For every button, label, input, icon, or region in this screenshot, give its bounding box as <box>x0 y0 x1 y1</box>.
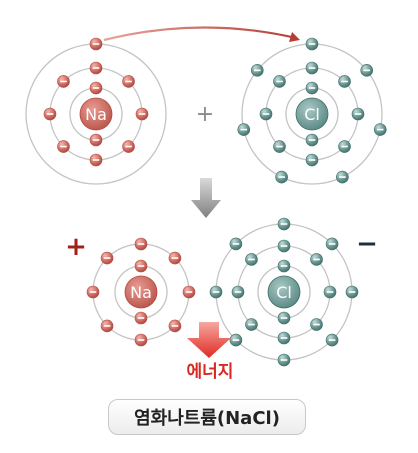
minus-sign-icon <box>92 139 100 141</box>
minus-sign-icon <box>308 159 316 161</box>
minus-sign-icon <box>328 243 336 245</box>
minus-sign-icon <box>376 128 384 131</box>
reaction-plus-sign: + <box>196 102 214 127</box>
minus-sign-icon <box>46 113 54 115</box>
minus-sign-icon <box>137 265 145 267</box>
minus-sign-icon <box>278 176 285 178</box>
chlorine-atom: Cl <box>237 37 387 185</box>
minus-sign-icon <box>276 145 283 148</box>
minus-sign-icon <box>92 87 100 89</box>
minus-sign-icon <box>171 325 179 327</box>
electron-transfer-arrowhead <box>289 32 300 42</box>
sodium-atom: Na <box>25 37 167 185</box>
minus-sign-icon <box>185 291 193 293</box>
minus-sign-icon <box>280 337 288 339</box>
minus-sign-icon <box>280 245 288 247</box>
minus-sign-icon <box>248 323 255 326</box>
energy-label: 에너지 <box>186 362 234 382</box>
minus-sign-icon <box>280 223 288 225</box>
minus-sign-icon <box>232 339 240 341</box>
sodium-symbol: Na <box>85 105 107 124</box>
minus-sign-icon <box>248 258 255 261</box>
minus-sign-icon <box>138 113 146 115</box>
minus-sign-icon <box>171 257 179 259</box>
compound-caption: 염화나트륨(NaCl) <box>108 399 306 435</box>
minus-sign-icon <box>103 257 111 259</box>
minus-sign-icon <box>92 43 100 45</box>
minus-sign-icon <box>363 69 371 72</box>
chloride-ion-symbol: Cl <box>276 283 292 302</box>
minus-sign-icon <box>308 43 316 45</box>
minus-sign-icon <box>232 243 240 245</box>
electron-transfer-arrow <box>103 26 297 42</box>
minus-sign-icon <box>308 87 316 89</box>
minus-sign-icon <box>253 69 261 72</box>
minus-sign-icon <box>348 291 356 293</box>
minus-sign-icon <box>240 128 248 131</box>
energy-release-arrow <box>187 322 231 358</box>
negative-charge-sign: − <box>356 229 378 259</box>
minus-sign-icon <box>137 317 145 319</box>
minus-sign-icon <box>328 339 336 341</box>
minus-sign-icon <box>125 80 132 83</box>
minus-sign-icon <box>308 139 316 141</box>
minus-sign-icon <box>313 323 320 326</box>
minus-sign-icon <box>89 291 97 293</box>
minus-sign-icon <box>341 145 348 148</box>
minus-sign-icon <box>341 80 348 83</box>
minus-sign-icon <box>92 67 100 69</box>
sodium-nucleus <box>79 97 113 131</box>
positive-charge-sign: + <box>65 232 87 262</box>
chlorine-nucleus <box>295 97 329 131</box>
minus-sign-icon <box>339 176 346 178</box>
minus-sign-icon <box>280 359 288 361</box>
minus-sign-icon <box>103 325 111 327</box>
minus-sign-icon <box>137 339 145 341</box>
minus-sign-icon <box>137 243 145 245</box>
chlorine-symbol: Cl <box>304 105 320 124</box>
minus-sign-icon <box>280 265 288 267</box>
minus-sign-icon <box>313 258 320 261</box>
sodium-ion-nucleus <box>124 275 158 309</box>
minus-sign-icon <box>280 317 288 319</box>
chloride-ion: Cl <box>209 217 359 367</box>
minus-sign-icon <box>234 291 242 293</box>
minus-sign-icon <box>308 67 316 69</box>
minus-sign-icon <box>60 145 67 148</box>
minus-sign-icon <box>60 80 67 83</box>
reaction-down-arrow <box>191 178 221 218</box>
minus-sign-icon <box>326 291 334 293</box>
chloride-ion-nucleus <box>267 275 301 309</box>
sodium-ion-symbol: Na <box>130 283 152 302</box>
minus-sign-icon <box>276 80 283 83</box>
minus-sign-icon <box>92 159 100 161</box>
sodium-ion: Na <box>86 237 196 347</box>
minus-sign-icon <box>125 145 132 148</box>
minus-sign-icon <box>354 113 362 115</box>
minus-sign-icon <box>212 291 220 293</box>
minus-sign-icon <box>262 113 270 115</box>
